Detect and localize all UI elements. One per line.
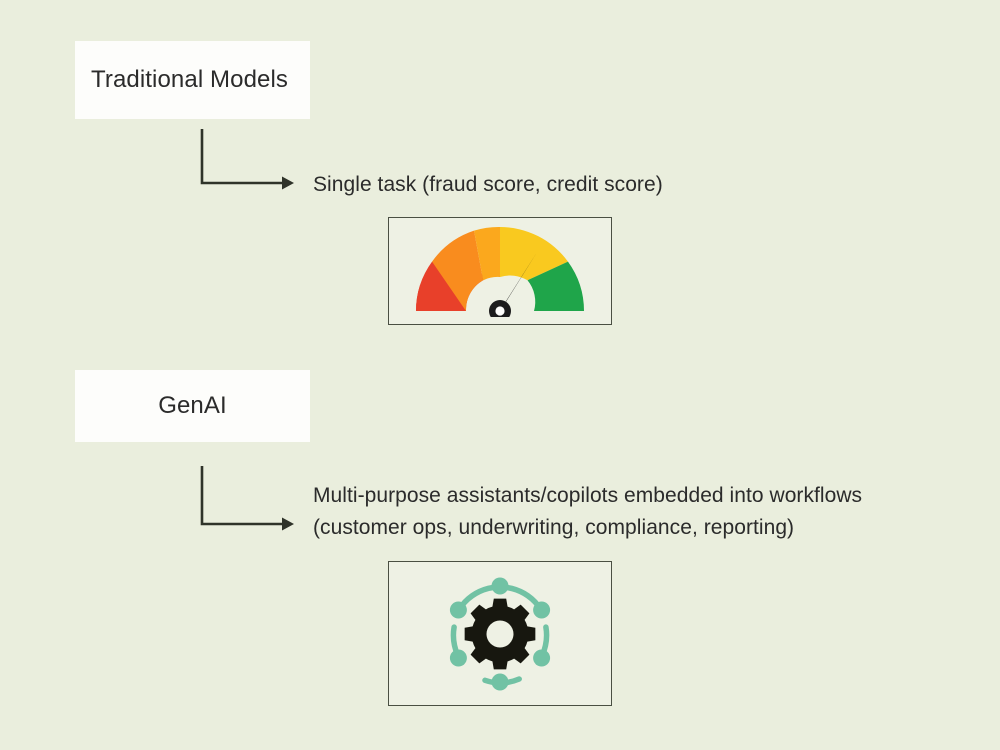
gauge-segment-medium	[474, 226, 500, 281]
figure-frame-gauge	[388, 217, 612, 325]
node-box-genai[interactable]: GenAI	[75, 370, 310, 442]
arrowhead-icon	[282, 517, 294, 531]
connector-genai	[200, 466, 294, 531]
gear-network-icon	[449, 577, 551, 690]
description-traditional-models: Single task (fraud score, credit score)	[313, 173, 663, 196]
network-nodes	[449, 577, 551, 690]
gauge-segment-high	[500, 227, 568, 281]
gauge-segments	[415, 226, 584, 311]
description-genai: Multi-purpose assistants/copilots embedd…	[313, 484, 863, 539]
arrowhead-icon	[282, 176, 294, 190]
node-label-traditional-models: Traditional Models	[91, 66, 288, 93]
gear-icon	[464, 598, 536, 669]
figure-frame-gear	[388, 561, 612, 706]
gauge-chart	[415, 226, 584, 317]
gauge-needle	[489, 253, 537, 317]
node-box-traditional-models[interactable]: Traditional Models	[75, 41, 310, 119]
node-label-genai: GenAI	[158, 392, 227, 419]
connector-line	[200, 466, 282, 526]
gauge-segment-low	[432, 230, 484, 311]
gauge-segment-very-high	[527, 261, 584, 311]
connector-line	[200, 129, 282, 185]
connector-traditional-models	[200, 129, 294, 190]
